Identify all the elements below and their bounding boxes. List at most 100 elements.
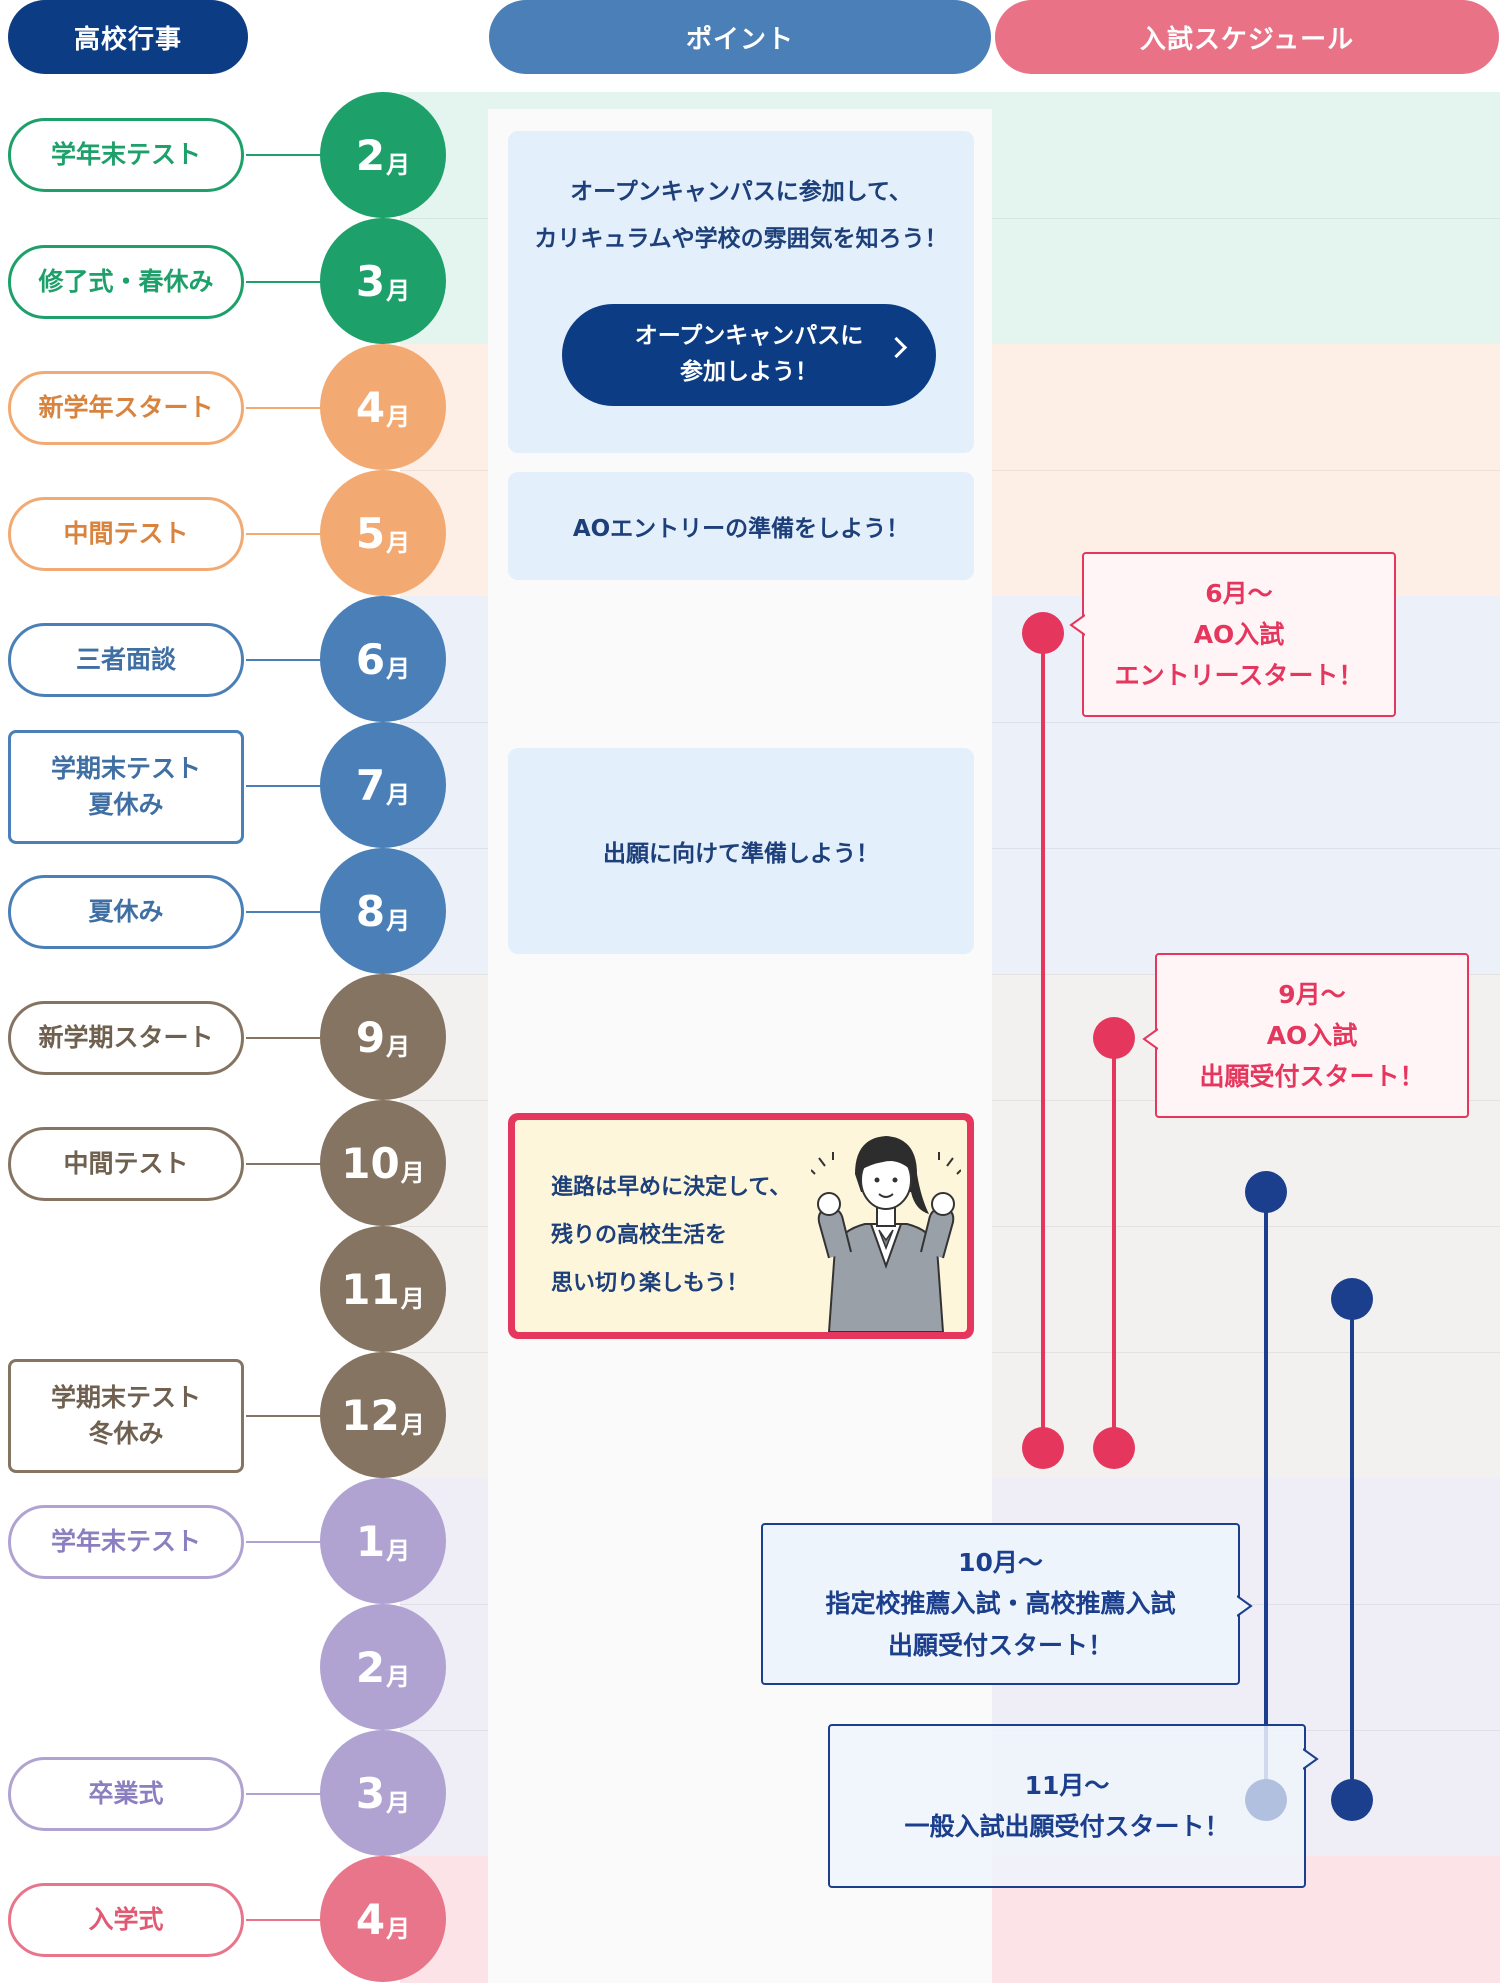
callout-ao-apply-line-3: 出願受付スタート！ [1199, 1062, 1425, 1092]
general-line [1350, 1299, 1354, 1800]
card-ao-entry: AOエントリーの準備をしよう！ [508, 472, 974, 580]
ao-entry-text: AOエントリーの準備をしよう！ [572, 516, 910, 542]
month-unit: 月 [400, 1410, 425, 1439]
month-number: 7 [355, 760, 386, 810]
callout-pointer [1069, 614, 1085, 636]
month-unit: 月 [386, 402, 411, 431]
month-number: 3 [355, 256, 386, 306]
career-text: 進路は早めに決定して、 残りの高校生活を 思い切り楽しもう！ [551, 1164, 791, 1308]
general-end-dot [1331, 1779, 1373, 1821]
ao-entry-start-dot [1022, 612, 1064, 654]
event-jul: 学期末テスト 夏休み [8, 730, 244, 844]
event-oct: 中間テスト [8, 1127, 244, 1201]
ao-apply-start-dot [1093, 1017, 1135, 1059]
callout-general-line-2: 一般入試出願受付スタート！ [904, 1812, 1230, 1841]
month-number: 3 [355, 1768, 386, 1818]
career-text-1: 進路は早めに決定して、 [551, 1175, 792, 1200]
career-text-3: 思い切り楽しもう！ [551, 1271, 749, 1296]
month-number: 12 [341, 1390, 400, 1440]
event-mar-graduation: 卒業式 [8, 1757, 244, 1831]
connector [246, 1415, 346, 1417]
career-text-2: 残りの高校生活を [551, 1223, 728, 1248]
month-unit: 月 [400, 1158, 425, 1187]
callout-general-line-1: 11月～ [1024, 1770, 1110, 1800]
month-number: 2 [355, 1642, 386, 1692]
application-prep-text: 出願に向けて準備しよう！ [603, 841, 879, 867]
connector [246, 1541, 346, 1543]
card-career: 進路は早めに決定して、 残りの高校生活を 思い切り楽しもう！ [508, 1113, 974, 1339]
callout-general: 11月～ 一般入試出願受付スタート！ [828, 1724, 1319, 1888]
connector [246, 154, 346, 156]
ao-apply-end-dot [1093, 1427, 1135, 1469]
callout-recommend: 10月～ 指定校推薦入試・高校推薦入試 出願受付スタート！ [761, 1523, 1253, 1685]
open-campus-text-1: オープンキャンパスに参加して、 [570, 179, 912, 205]
event-jun: 三者面談 [8, 623, 244, 697]
month-number: 8 [355, 886, 386, 936]
connector [246, 1037, 346, 1039]
recommend-start-dot [1245, 1171, 1287, 1213]
connector [246, 407, 346, 409]
month-number: 10 [341, 1138, 400, 1188]
chevron-right-icon [885, 336, 908, 359]
month-unit: 月 [386, 780, 411, 809]
connector [246, 1793, 346, 1795]
ao-entry-line [1041, 633, 1045, 1448]
callout-ao-apply-line-2: AO入試 [1266, 1020, 1358, 1050]
month-unit: 月 [386, 1032, 411, 1061]
header-point: ポイント [489, 0, 991, 74]
month-unit: 月 [386, 1662, 411, 1691]
callout-recommend-line-1: 10月～ [958, 1548, 1043, 1578]
connector [246, 1919, 346, 1921]
month-unit: 月 [386, 150, 411, 179]
open-campus-button-line-1: オープンキャンパスに [634, 323, 864, 350]
month-unit: 月 [386, 1788, 411, 1817]
connector [246, 659, 346, 661]
general-start-dot [1331, 1278, 1373, 1320]
event-apr-entrance: 入学式 [8, 1883, 244, 1957]
callout-recommend-line-3: 出願受付スタート！ [887, 1630, 1113, 1660]
month-number: 1 [355, 1516, 386, 1566]
month-unit: 月 [400, 1284, 425, 1313]
header-events: 高校行事 [8, 0, 248, 74]
month-number: 5 [355, 508, 386, 558]
recommend-line [1264, 1191, 1268, 1800]
callout-pointer [1142, 1028, 1158, 1050]
event-dec: 学期末テスト 冬休み [8, 1359, 244, 1473]
header-schedule: 入試スケジュール [995, 0, 1499, 74]
callout-ao-entry: 6月～ AO入試 エントリースタート！ [1069, 552, 1396, 717]
month-unit: 月 [386, 528, 411, 557]
month-number: 9 [355, 1012, 386, 1062]
open-campus-text-2: カリキュラムや学校の雰囲気を知ろう！ [534, 226, 948, 253]
event-aug: 夏休み [8, 875, 244, 949]
month-unit: 月 [386, 654, 411, 683]
callout-pointer [1303, 1748, 1319, 1770]
student-illustration [811, 1136, 961, 1332]
callout-ao-entry-line-2: AO入試 [1193, 619, 1285, 649]
open-campus-button[interactable]: オープンキャンパスに 参加しよう！ [562, 304, 936, 406]
callout-pointer [1237, 1595, 1253, 1617]
ao-entry-end-dot [1022, 1427, 1064, 1469]
connector [246, 281, 346, 283]
event-mar: 修了式・春休み [8, 245, 244, 319]
event-may: 中間テスト [8, 497, 244, 571]
callout-ao-entry-line-1: 6月～ [1205, 578, 1273, 608]
event-apr: 新学年スタート [8, 371, 244, 445]
month-number: 2 [355, 130, 386, 180]
card-application-prep: 出願に向けて準備しよう！ [508, 748, 974, 954]
open-campus-button-line-2: 参加しよう！ [680, 359, 818, 385]
callout-recommend-line-2: 指定校推薦入試・高校推薦入試 [825, 1589, 1176, 1619]
ao-apply-line [1112, 1038, 1116, 1448]
